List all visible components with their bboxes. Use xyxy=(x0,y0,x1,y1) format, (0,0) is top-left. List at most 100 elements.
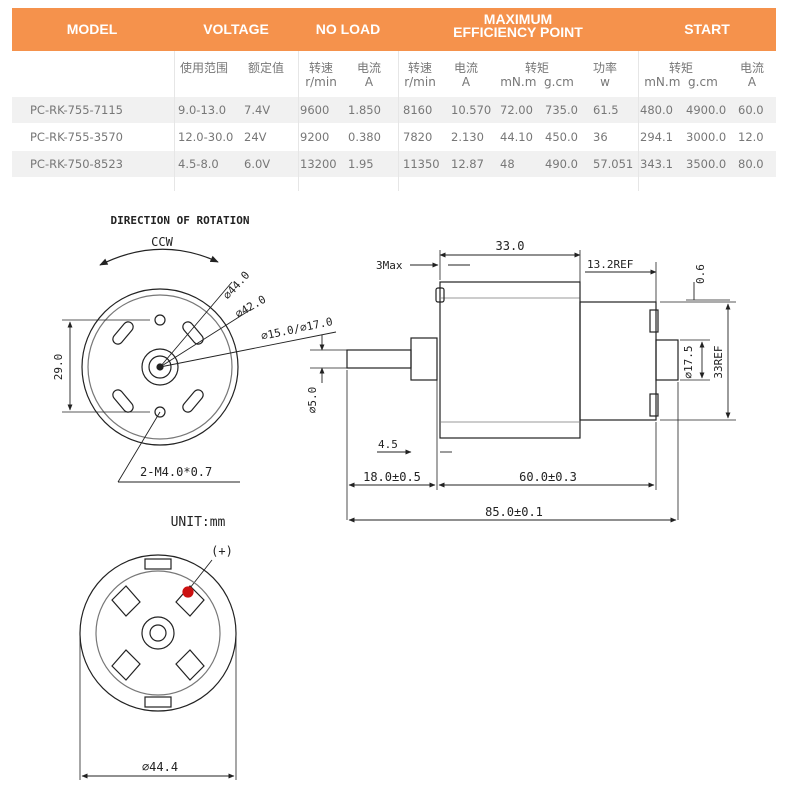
rear-terminal-bottom xyxy=(144,696,172,708)
terminal-top xyxy=(649,309,659,333)
sub-start-torque: 转矩 mN.m g.cm xyxy=(638,61,724,89)
dim-85: 85.0±0.1 xyxy=(485,505,543,519)
sub-noload-current-label: 电流 xyxy=(356,61,381,75)
dim-60: 60.0±0.3 xyxy=(519,470,577,484)
header-start: START xyxy=(684,21,730,37)
sub-start-torque-label: 转矩 xyxy=(668,61,693,75)
sub-max-current: 电流 A xyxy=(444,61,488,89)
sub-noload-current-unit: A xyxy=(364,75,374,89)
cell-voltage-range: 4.5-8.0 xyxy=(178,157,219,171)
cell-noload-current: 1.850 xyxy=(348,103,381,117)
column-divider xyxy=(174,51,175,191)
cell-voltage-range: 12.0-30.0 xyxy=(178,130,234,144)
sub-max-power-label: 功率 xyxy=(592,61,617,75)
rotation-arrow xyxy=(99,248,219,266)
center-boss-inner xyxy=(148,355,172,379)
cell-max-current: 12.87 xyxy=(451,157,484,171)
table-row: PC-RK-755-3570 12.0-30.0 24V 9200 0.380 … xyxy=(12,124,776,150)
header-max-line2: EFFICIENCY POINT xyxy=(453,24,583,40)
cell-noload-current: 0.380 xyxy=(348,130,381,144)
header-model: MODEL xyxy=(66,21,118,37)
cell-model: PC-RK-750-8523 xyxy=(30,157,123,171)
column-divider xyxy=(398,51,399,191)
cell-noload-speed: 13200 xyxy=(300,157,337,171)
cell-start-torque-mnm: 480.0 xyxy=(640,103,673,117)
header-voltage: VOLTAGE xyxy=(203,21,269,37)
sub-max-torque: 转矩 mN.m g.cm xyxy=(492,61,582,89)
cell-max-power: 61.5 xyxy=(593,103,619,117)
dim-dia-15-17: ⌀15.0/⌀17.0 xyxy=(260,315,334,343)
dim-dia-44: ⌀44.0 xyxy=(221,269,253,302)
terminal-bottom xyxy=(649,393,659,417)
rear-housing-outer xyxy=(79,554,237,712)
sub-max-torque-units: mN.m g.cm xyxy=(492,75,582,89)
dim-33: 33.0 xyxy=(496,239,525,253)
sub-start-torque-unit2: g.cm xyxy=(688,75,718,89)
sub-start-current-label: 电流 xyxy=(739,61,764,75)
unit-label: UNIT:mm xyxy=(171,515,226,530)
rotation-direction: CCW xyxy=(151,235,173,249)
vent-slots xyxy=(112,321,204,413)
sub-start-current-unit: A xyxy=(747,75,757,89)
header-max-line1: MAXIMUM xyxy=(483,11,553,27)
front-view: DIRECTION OF ROTATION CCW ⌀44.0 ⌀42.0 ⌀1… xyxy=(52,214,337,483)
sub-max-speed: 转速 r/min xyxy=(398,61,442,89)
sub-max-power-unit: w xyxy=(600,75,610,89)
dim-dia-175: ⌀17.5 xyxy=(682,345,695,378)
sub-max-power: 功率 w xyxy=(586,61,624,89)
sub-max-torque-unit2: g.cm xyxy=(544,75,574,89)
cell-voltage-rated: 7.4V xyxy=(244,103,271,117)
sub-max-current-label: 电流 xyxy=(453,61,478,75)
column-divider xyxy=(298,51,299,191)
cell-start-current: 60.0 xyxy=(738,103,764,117)
positive-marker xyxy=(182,586,194,598)
rear-center-outer xyxy=(141,616,175,650)
sub-voltage-range: 使用范围 xyxy=(179,61,228,75)
sub-voltage-rated: 额定值 xyxy=(247,61,284,75)
sub-max-torque-label: 转矩 xyxy=(524,61,549,75)
sub-max-speed-label: 转速 xyxy=(407,61,432,75)
dim-dia-444: ⌀44.4 xyxy=(142,760,178,774)
sub-max-speed-unit: r/min xyxy=(404,75,436,89)
motor-drawing: DIRECTION OF ROTATION CCW ⌀44.0 ⌀42.0 ⌀1… xyxy=(52,214,736,780)
cell-max-torque-mnm: 48 xyxy=(500,157,515,171)
dim-holes: 2-M4.0*0.7 xyxy=(140,465,212,479)
dim-18: 18.0±0.5 xyxy=(363,470,421,484)
cell-start-torque-gcm: 3500.0 xyxy=(686,157,727,171)
cell-max-speed: 7820 xyxy=(403,130,433,144)
cell-max-current: 10.570 xyxy=(451,103,492,117)
side-view: 33.0 3Max 13.2REF 0.6 ⌀17.5 33REF ⌀5.0 4… xyxy=(306,239,736,523)
cell-start-torque-gcm: 4900.0 xyxy=(686,103,727,117)
cell-max-power: 36 xyxy=(593,130,608,144)
header-max-efficiency: MAXIMUM EFFICIENCY POINT xyxy=(398,11,638,47)
rear-center-inner xyxy=(149,624,167,642)
cell-voltage-rated: 6.0V xyxy=(244,157,271,171)
rear-boss xyxy=(655,339,679,381)
column-divider xyxy=(638,51,639,191)
dim-height-29: 29.0 xyxy=(52,354,65,381)
sub-start-current: 电流 A xyxy=(732,61,772,89)
mount-hole-bottom xyxy=(154,406,166,418)
dim-dia-42: ⌀42.0 xyxy=(233,293,268,321)
housing-outer xyxy=(81,288,239,446)
cell-max-torque-mnm: 72.00 xyxy=(500,103,533,117)
cell-start-current: 12.0 xyxy=(738,130,764,144)
center-boss-outer xyxy=(141,348,179,386)
cell-model: PC-RK-755-7115 xyxy=(30,103,123,117)
motor-body xyxy=(439,281,581,439)
cell-noload-speed: 9200 xyxy=(300,130,330,144)
cell-voltage-range: 9.0-13.0 xyxy=(178,103,227,117)
dim-33ref: 33REF xyxy=(712,345,725,378)
sub-noload-speed: 转速 r/min xyxy=(298,61,344,89)
mount-hole-top xyxy=(154,314,166,326)
bearing-boss xyxy=(410,337,438,381)
front-tab xyxy=(435,287,445,303)
sub-noload-current: 电流 A xyxy=(346,61,392,89)
sub-start-torque-unit1: mN.m xyxy=(644,75,681,89)
cell-max-torque-gcm: 450.0 xyxy=(545,130,578,144)
dim-06: 0.6 xyxy=(694,264,707,284)
sub-noload-speed-unit: r/min xyxy=(305,75,337,89)
dim-13ref: 13.2REF xyxy=(587,258,633,271)
sub-max-current-unit: A xyxy=(461,75,471,89)
rear-housing-inner xyxy=(95,570,221,696)
